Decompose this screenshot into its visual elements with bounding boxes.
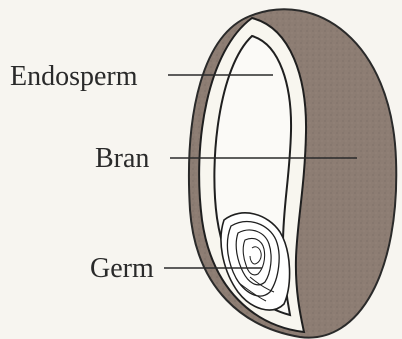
bran-label: Bran <box>95 145 149 173</box>
germ-label: Germ <box>90 255 154 283</box>
endosperm-label: Endosperm <box>10 63 138 91</box>
